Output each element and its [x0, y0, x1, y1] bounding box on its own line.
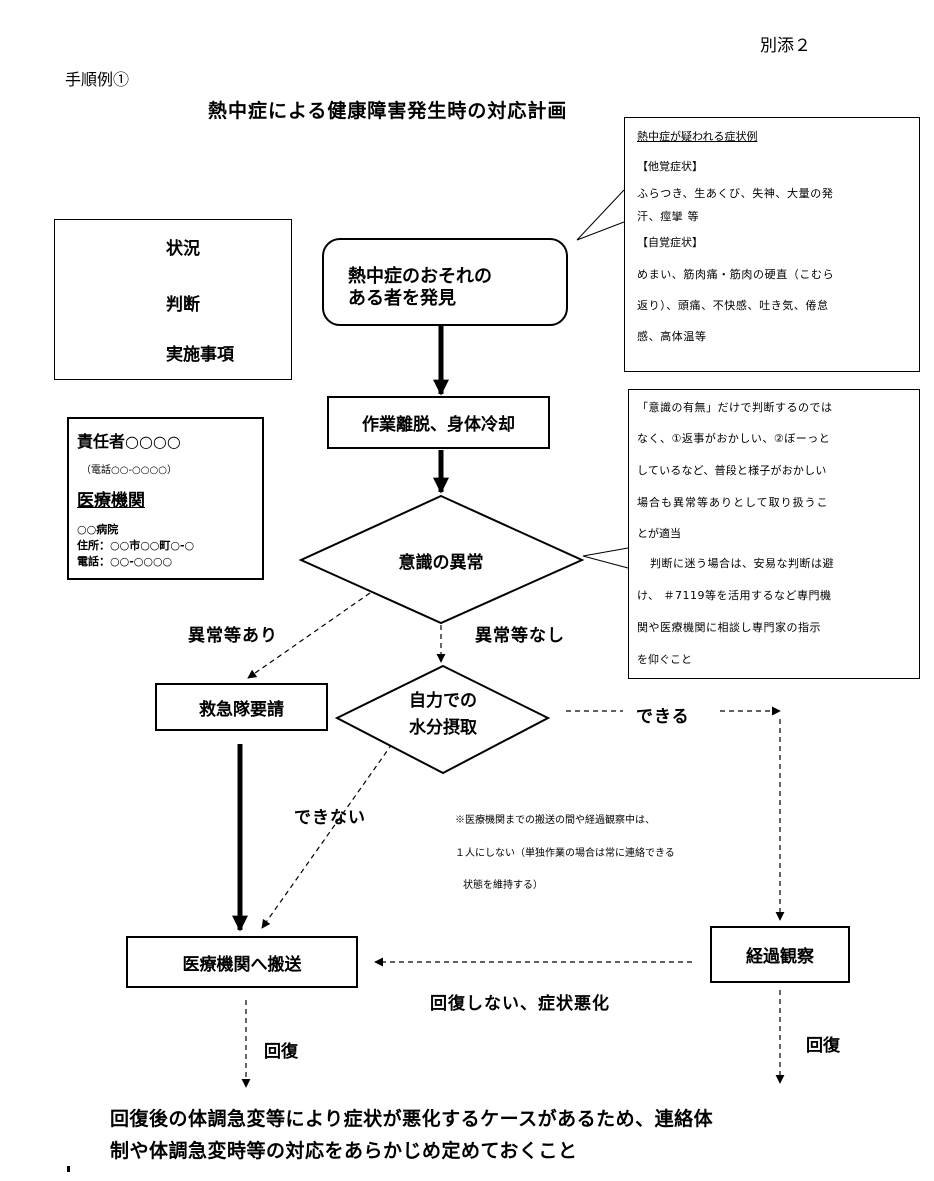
medical-institution-heading: 医療機関	[77, 491, 145, 511]
observe-action: 経過観察	[710, 926, 850, 983]
transport-note-line1: ※医療機関までの搬送の間や経過観察中は、	[455, 815, 655, 826]
self-symptoms-label: 【自覚症状】	[637, 236, 703, 249]
footer-line1: 回復後の体調急変等により症状が悪化するケースがあるため、連絡体	[110, 1108, 714, 1130]
legend-situation-label: 状況	[166, 239, 200, 259]
legend-box	[54, 219, 292, 380]
self-hydration-decision-label: 自力での 水分摂取	[398, 688, 488, 742]
discover-situation-box	[322, 238, 568, 326]
consciousness-decision-label: 意識の異常	[398, 552, 484, 573]
symptoms-callout-pointer	[576, 189, 625, 241]
consciousness-note-line9: を仰ぐこと	[637, 653, 692, 666]
self-hydration-line1: 自力での	[409, 691, 477, 711]
discover-line2: ある者を発見	[348, 288, 456, 309]
consciousness-note-line1: 「意識の有無」だけで判断するのでは	[637, 401, 833, 414]
consciousness-note-line2: なく、①返事がおかしい、②ぼーっと	[637, 432, 831, 445]
transport-to-hospital-action: 医療機関へ搬送	[126, 936, 358, 988]
legend-judgment-label: 判断	[166, 295, 200, 315]
legend-action-label: 実施事項	[166, 345, 234, 365]
footer-line2: 制や体調急変時等の対応をあらかじめ定めておくこと	[110, 1140, 578, 1162]
consciousness-note-line8: 関や医療機関に相談し専門家の指示	[637, 621, 821, 634]
other-symptoms-line1: ふらつき、生あくび、失神、大量の発	[637, 187, 834, 200]
manager-name: 責任者○○○○	[77, 432, 181, 451]
abnormal-yes-label: 異常等あり	[188, 626, 278, 646]
transport-note-line2: １人にしない（単独作業の場合は常に連絡できる	[455, 848, 675, 859]
consciousness-note-line7: け、 ＃7119等を活用するなど専門機	[637, 589, 832, 602]
recover-left-label: 回復	[264, 1042, 298, 1062]
consciousness-decision-diamond	[298, 494, 585, 625]
attachment-label: 別添２	[760, 36, 811, 56]
symptoms-heading: 熱中症が疑われる症状例	[637, 130, 758, 143]
discover-line1: 熱中症のおそれの	[348, 266, 492, 287]
consciousness-callout-pointer	[582, 547, 629, 569]
self-symptoms-line3: 感、高体温等	[637, 330, 707, 343]
request-ambulance-action: 救急隊要請	[155, 683, 328, 731]
other-symptoms-line2: 汗、痙攣 等	[637, 210, 700, 223]
hospital-phone: 電話：○○-○○○○	[77, 555, 173, 568]
manager-phone: （電話○○-○○○○）	[81, 465, 177, 476]
transport-note-line3: 状態を維持する）	[463, 880, 543, 891]
page-title: 熱中症による健康障害発生時の対応計画	[208, 100, 568, 122]
consciousness-note-line6: 判断に迷う場合は、安易な判断は避	[650, 557, 834, 570]
other-symptoms-label: 【他覚症状】	[637, 160, 703, 173]
procedure-label: 手順例①	[65, 70, 130, 89]
can-label: できる	[636, 707, 690, 727]
cannot-label: できない	[294, 808, 366, 828]
consciousness-note-line5: とが適当	[637, 527, 681, 540]
not-recover-label: 回復しない、症状悪化	[430, 994, 610, 1014]
consciousness-note-line4: 場合も異常等ありとして取り扱うこ	[637, 496, 829, 509]
self-hydration-line2: 水分摂取	[409, 718, 477, 738]
recover-right-label: 回復	[806, 1036, 840, 1056]
discover-text: 熱中症のおそれの ある者を発見	[348, 266, 492, 310]
self-symptoms-line2: 返り）、頭痛、不快感、吐き気、倦怠	[637, 299, 829, 312]
remove-and-cool-action: 作業離脱、身体冷却	[327, 396, 550, 449]
self-symptoms-line1: めまい、筋肉痛・筋肉の硬直（こむら	[637, 268, 835, 281]
hydration-decision-diamond	[334, 664, 551, 775]
abnormal-no-label: 異常等なし	[475, 626, 565, 646]
hospital-name: ○○病院	[77, 523, 119, 536]
symptoms-note	[624, 117, 920, 372]
arrow-hydration-to-transport	[261, 743, 393, 929]
contact-info-box	[67, 417, 264, 580]
arrow-judge-to-ambulance	[247, 592, 371, 679]
stray-mark	[67, 1166, 70, 1172]
consciousness-note-line3: しているなど、普段と様子がおかしい	[637, 464, 827, 477]
consciousness-note	[628, 389, 920, 679]
hospital-address: 住所：○○市○○町○-○	[77, 539, 195, 552]
